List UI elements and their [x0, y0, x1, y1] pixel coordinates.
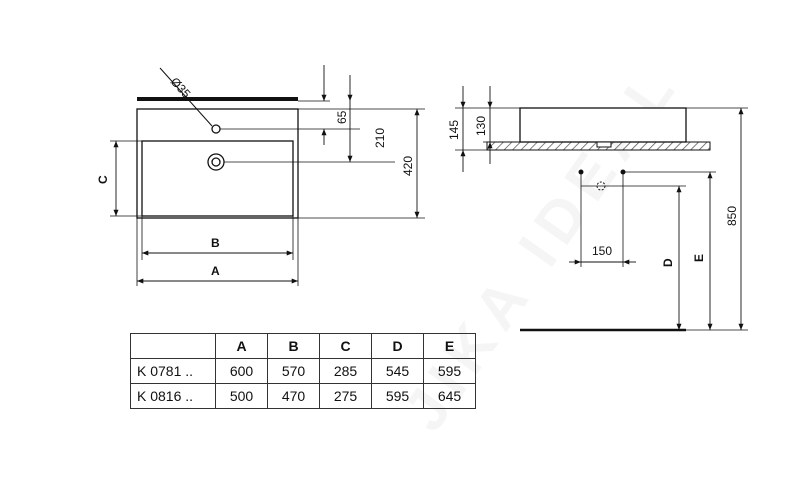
table-cell: 600	[215, 358, 268, 384]
dim-420-label: 420	[401, 156, 415, 176]
drain-inner	[211, 157, 221, 167]
side-view	[455, 86, 748, 332]
table-header-cell: B	[267, 333, 320, 359]
dim-150-label: 150	[592, 244, 612, 258]
dim-65-label: 65	[335, 110, 349, 124]
basin-bowl	[141, 140, 294, 217]
table-header-cell	[130, 333, 216, 359]
dim-B-label: B	[211, 236, 220, 250]
worktop-edge	[137, 97, 298, 101]
table-row: K 0781 .. 600 570 285 545 595	[130, 358, 476, 384]
dim-145-label: 145	[447, 120, 461, 140]
table-row: K 0816 .. 500 470 275 595 645	[130, 383, 476, 409]
table-header-cell: E	[423, 333, 476, 359]
table-cell: 500	[215, 383, 268, 409]
table-cell: 470	[267, 383, 320, 409]
table-cell: 645	[423, 383, 476, 409]
model-cell: K 0816 ..	[130, 383, 216, 409]
table-header-cell: A	[215, 333, 268, 359]
drain-stub	[596, 141, 612, 148]
front-view	[110, 65, 425, 286]
drain-outer	[207, 153, 225, 171]
basin-side-profile	[519, 107, 687, 143]
table-cell: 275	[319, 383, 372, 409]
dimensions-table: A B C D E K 0781 .. 600 570 285 545 595 …	[130, 333, 476, 409]
table-cell: 545	[371, 358, 424, 384]
table-header-cell: D	[371, 333, 424, 359]
basin-outline	[136, 108, 299, 219]
table-cell: 595	[371, 383, 424, 409]
table-cell: 595	[423, 358, 476, 384]
dim-210-label: 210	[373, 128, 387, 148]
hole-leader	[159, 67, 213, 127]
dim-850-label: 850	[725, 206, 739, 226]
dim-130-label: 130	[474, 116, 488, 136]
table-header-cell: C	[319, 333, 372, 359]
dim-A-label: A	[211, 264, 220, 278]
tap-hole	[211, 124, 221, 134]
table-cell: 570	[267, 358, 320, 384]
table-cell: 285	[319, 358, 372, 384]
model-cell: K 0781 ..	[130, 358, 216, 384]
table-header-row: A B C D E	[130, 333, 476, 359]
dim-C-label: C	[96, 175, 110, 184]
dim-D-label: D	[661, 258, 675, 267]
dim-E-label: E	[692, 254, 706, 262]
